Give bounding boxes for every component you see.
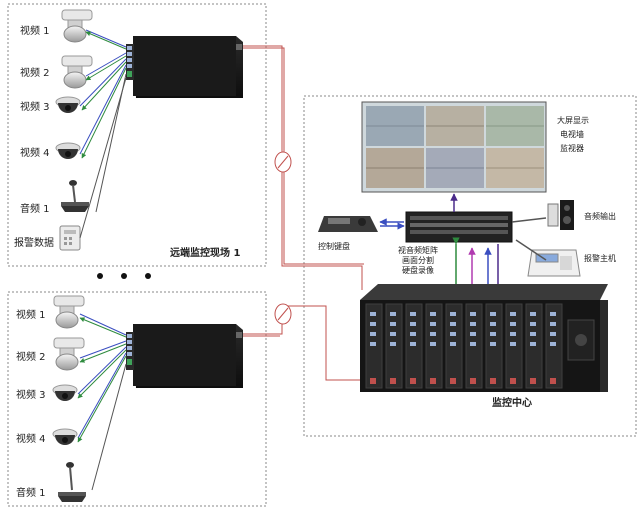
central-receiver-rack	[360, 284, 608, 392]
microphone-icon	[61, 180, 89, 212]
site1-devices	[55, 9, 243, 251]
site1-input-label: 视频 3	[20, 102, 50, 113]
site2-devices	[52, 295, 243, 502]
site2-input-label: 视频 2	[16, 352, 46, 363]
video-matrix	[405, 211, 513, 243]
dome-camera-icon	[55, 142, 81, 159]
site1-input-label: 音频 1	[20, 204, 50, 215]
fiber-coupler-icon	[274, 151, 292, 173]
continuation-dot	[97, 273, 103, 279]
keyboard-label: 控制键盘	[318, 242, 350, 251]
center-name: 监控中心	[492, 398, 532, 409]
continuation-dot	[121, 273, 127, 279]
site2-input-label: 视频 4	[16, 434, 46, 445]
site1-input-label: 视频 1	[20, 26, 50, 37]
site1-input-label: 视频 4	[20, 148, 50, 159]
big-screen-label: 电视墙	[560, 130, 584, 139]
ptz-camera-icon	[53, 337, 85, 371]
matrix-label: 硬盘录像	[402, 266, 434, 275]
site1-signal-lines	[79, 29, 127, 239]
alarm-host-label: 报警主机	[584, 254, 616, 263]
big-screen-label: 监视器	[560, 144, 584, 153]
fiber-link-site2	[243, 305, 370, 381]
microphone-icon	[58, 462, 86, 502]
matrix-label: 画面分割	[402, 256, 434, 265]
site2-input-label: 音频 1	[16, 488, 46, 499]
site1-transmitter	[126, 36, 243, 98]
ptz-camera-icon	[53, 295, 85, 329]
site2-input-label: 视频 1	[16, 310, 46, 321]
site2-region	[7, 291, 267, 507]
site1-input-label: 报警数据	[14, 238, 54, 249]
site2-transmitter	[126, 324, 243, 388]
matrix-label: 视音频矩阵	[398, 246, 438, 255]
dome-camera-icon	[52, 428, 78, 445]
fiber-coupler-icon	[274, 303, 292, 325]
alarm-sensor-icon	[59, 225, 81, 251]
ptz-camera-icon	[61, 55, 93, 89]
continuation-dot	[145, 273, 151, 279]
audio-out-label: 音频输出	[584, 212, 616, 221]
dome-camera-icon	[55, 96, 81, 113]
site1-input-label: 视频 2	[20, 68, 50, 79]
dome-camera-icon	[52, 384, 78, 401]
speaker-icon	[547, 200, 574, 230]
ptz-camera-icon	[61, 9, 93, 43]
tv-wall-screen	[361, 101, 547, 193]
control-keyboard-icon	[318, 216, 378, 232]
site2-input-label: 视频 3	[16, 390, 46, 401]
fiber-link-site1	[243, 45, 363, 290]
center-links	[379, 193, 547, 284]
site1-name: 远端监控现场 1	[170, 248, 241, 259]
fiber-links	[243, 45, 370, 381]
site2-signal-lines	[77, 313, 127, 491]
site1-region	[7, 3, 267, 267]
big-screen-label: 大屏显示	[557, 116, 589, 125]
